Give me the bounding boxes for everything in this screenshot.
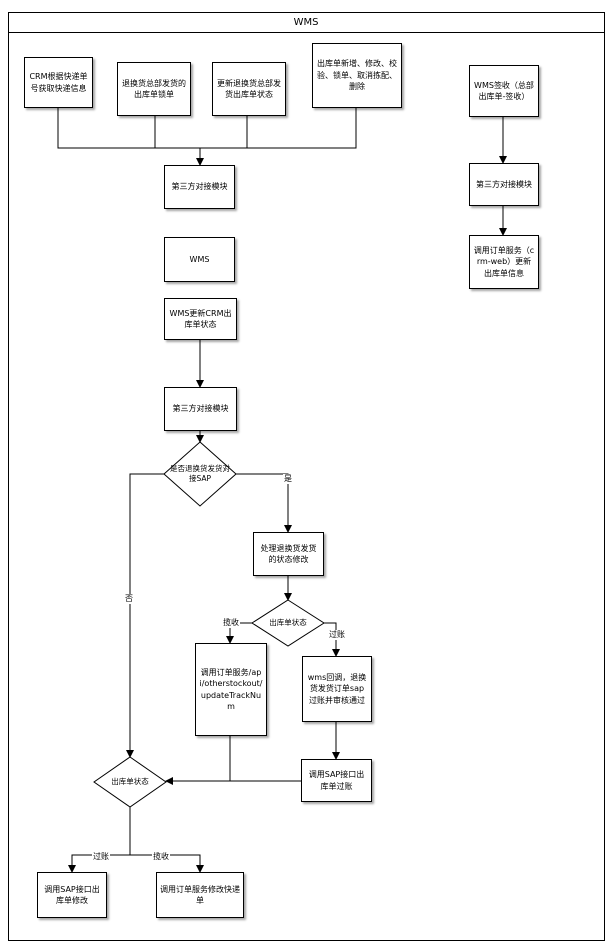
wms-callback-box: wms回调，退换货发货订单sap过账并审核通过 <box>302 656 372 722</box>
edge-status-2-post <box>68 854 130 873</box>
decision-status-1-label: 出库单状态 <box>269 618 307 627</box>
decision-sap-label: 是否退换货发货对接SAP <box>170 464 230 483</box>
edge-label-no: 否 <box>124 594 134 604</box>
modify-express-box: 调用订单服务修改快递单 <box>156 872 244 918</box>
third-party-module-2: 第三方对接模块 <box>164 387 237 431</box>
edge-decision-no <box>126 473 164 758</box>
call-sap-post-box: 调用SAP接口出库单过账 <box>301 759 372 802</box>
edge-label-yes: 是 <box>283 474 293 484</box>
edge-crm-to-merge <box>57 108 200 149</box>
edge-ops-to-merge <box>247 108 357 149</box>
decision-sap-shape <box>163 441 237 507</box>
third-party-module-3: 第三方对接模块 <box>469 163 539 206</box>
crm-query-box: CRM根据快递单号获取快递信息 <box>24 57 93 108</box>
decision-status-2-label: 出库单状态 <box>111 777 149 786</box>
return-lock-box: 退换货总部发货的出库单锁单 <box>117 62 191 116</box>
decision-status-2-shape <box>93 756 167 808</box>
edge-decision-yes <box>236 473 292 533</box>
process-return-box: 处理退换货发货的状态修改 <box>253 532 324 576</box>
wms-sign-box: WMS签收（总部出库单-签收） <box>469 65 539 117</box>
outbound-ops-box: 出库单新增、修改、校验、锁单、取消拣配、删除 <box>312 43 402 108</box>
third-party-module-1: 第三方对接模块 <box>164 165 235 209</box>
call-order-web-box: 调用订单服务（crm-web）更新出库单信息 <box>469 235 539 289</box>
edge-label-post-2: 过账 <box>92 852 110 862</box>
frame-border <box>8 12 605 941</box>
wms-update-crm-box: WMS更新CRM出库单状态 <box>164 298 237 340</box>
decision-status-1-shape <box>251 599 325 647</box>
edge-label-collect-2: 揽收 <box>152 852 170 862</box>
edge-status-to-merge <box>200 116 248 149</box>
update-status-box: 更新退换货总部发货出库单状态 <box>212 62 286 116</box>
edge-label-post-1: 过账 <box>328 630 346 640</box>
edge-status-1-post <box>324 622 340 657</box>
wms-box: WMS <box>164 237 235 282</box>
sap-modify-box: 调用SAP接口出库单修改 <box>37 872 107 918</box>
frame-title: WMS <box>293 16 319 28</box>
call-api-box: 调用订单服务/api/otherstockout/updateTrackNum <box>195 643 267 736</box>
edge-label-collect-1: 揽收 <box>222 618 240 628</box>
